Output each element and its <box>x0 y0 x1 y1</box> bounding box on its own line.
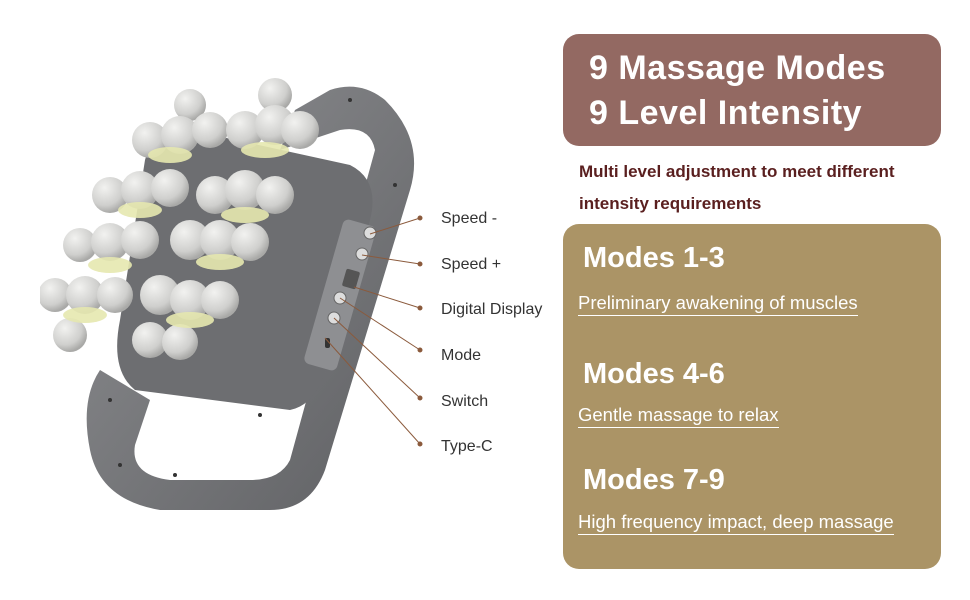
mode-group-description: High frequency impact, deep massage <box>578 511 894 535</box>
modes-box: Modes 1-3 Preliminary awakening of muscl… <box>563 224 941 569</box>
type-c-port-icon <box>325 338 330 348</box>
speed-minus-button-icon <box>363 226 377 240</box>
headline-box: 9 Massage Modes 9 Level Intensity <box>563 34 941 146</box>
mode-group-title: Modes 4-6 <box>583 358 725 390</box>
switch-button-icon <box>327 311 341 325</box>
digital-display-icon <box>342 268 360 290</box>
callout-mode: Mode <box>441 347 482 364</box>
headline-line-1: 9 Massage Modes <box>589 49 886 87</box>
massage-heads <box>40 78 319 360</box>
headline-line-2: 9 Level Intensity <box>589 94 863 132</box>
speed-plus-button-icon <box>355 247 369 261</box>
frame-dots <box>108 98 397 477</box>
mode-group-description: Preliminary awakening of muscles <box>578 292 858 316</box>
callout-digital-display: Digital Display <box>441 301 543 318</box>
callout-speed-minus: Speed - <box>441 210 498 227</box>
subtitle-text: Multi level adjustment to meet different… <box>579 162 895 213</box>
mode-button-icon <box>333 291 347 305</box>
mode-group-title: Modes 7-9 <box>583 464 725 496</box>
callout-speed-plus: Speed + <box>441 256 502 273</box>
callout-switch: Switch <box>441 393 489 410</box>
mode-group-description: Gentle massage to relax <box>578 404 779 428</box>
massager-device-image <box>40 78 415 511</box>
ball-bases <box>63 142 289 328</box>
callout-type-c: Type-C <box>441 438 493 455</box>
mode-group-title: Modes 1-3 <box>583 242 725 274</box>
